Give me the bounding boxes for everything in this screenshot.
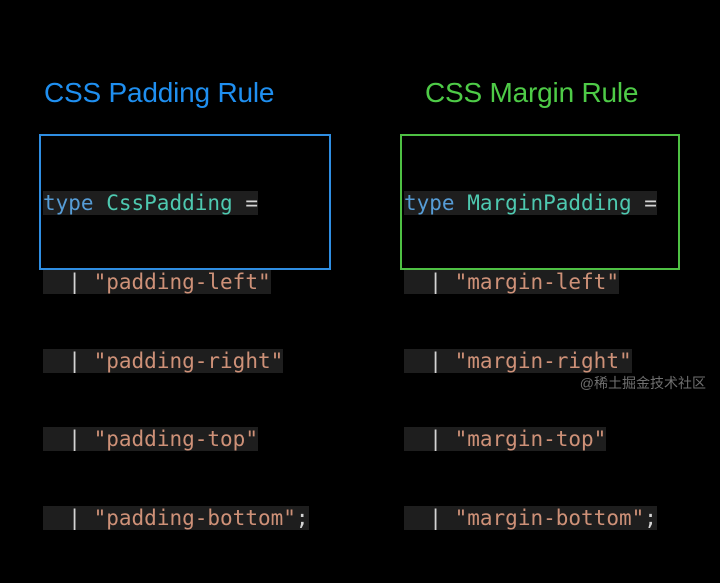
union-pipe: |: [429, 348, 442, 373]
union-pipe: |: [68, 505, 81, 530]
string-literal: "padding-top": [93, 427, 258, 452]
code-line: | "margin-bottom";: [404, 505, 657, 531]
code-line: | "margin-top": [404, 426, 657, 452]
code-line: | "padding-bottom";: [43, 505, 309, 531]
equals-sign: =: [245, 191, 258, 216]
code-line: | "padding-top": [43, 426, 309, 452]
type-name: MarginPadding: [467, 191, 632, 216]
string-literal: "padding-left": [93, 270, 271, 294]
semicolon: ;: [295, 505, 309, 530]
code-line: | "margin-left": [404, 269, 657, 295]
site-watermark: @稀土掘金技术社区: [579, 375, 706, 391]
string-literal: "margin-top": [454, 427, 607, 452]
padding-code: type CssPadding = | "padding-left" | "pa…: [43, 138, 309, 583]
type-keyword: type: [404, 191, 455, 216]
code-line: | "padding-right": [43, 348, 309, 374]
code-line: | "margin-right": [404, 348, 657, 374]
string-literal: "margin-right": [454, 348, 632, 373]
semicolon: ;: [644, 505, 657, 530]
margin-code: type MarginPadding = | "margin-left" | "…: [404, 138, 657, 583]
margin-code-block: type MarginPadding = | "margin-left" | "…: [400, 134, 680, 530]
union-pipe: |: [68, 348, 81, 373]
padding-code-block: type CssPadding = | "padding-left" | "pa…: [39, 134, 331, 530]
string-literal: "padding-right": [93, 348, 284, 373]
string-literal: "margin-bottom": [454, 505, 645, 530]
padding-rule-title: CSS Padding Rule: [44, 77, 275, 108]
type-name: CssPadding: [106, 191, 233, 216]
string-literal: "margin-left": [454, 270, 619, 294]
code-line: type MarginPadding =: [404, 190, 657, 216]
equals-sign: =: [644, 191, 657, 216]
code-line: type CssPadding =: [43, 190, 309, 216]
code-line: | "padding-left": [43, 269, 309, 295]
type-keyword: type: [43, 191, 94, 216]
union-pipe: |: [68, 270, 81, 294]
union-pipe: |: [68, 427, 81, 452]
union-pipe: |: [429, 427, 442, 452]
margin-rule-title: CSS Margin Rule: [425, 77, 639, 108]
string-literal: "padding-bottom": [93, 505, 296, 530]
union-pipe: |: [429, 505, 442, 530]
union-pipe: |: [429, 270, 442, 294]
